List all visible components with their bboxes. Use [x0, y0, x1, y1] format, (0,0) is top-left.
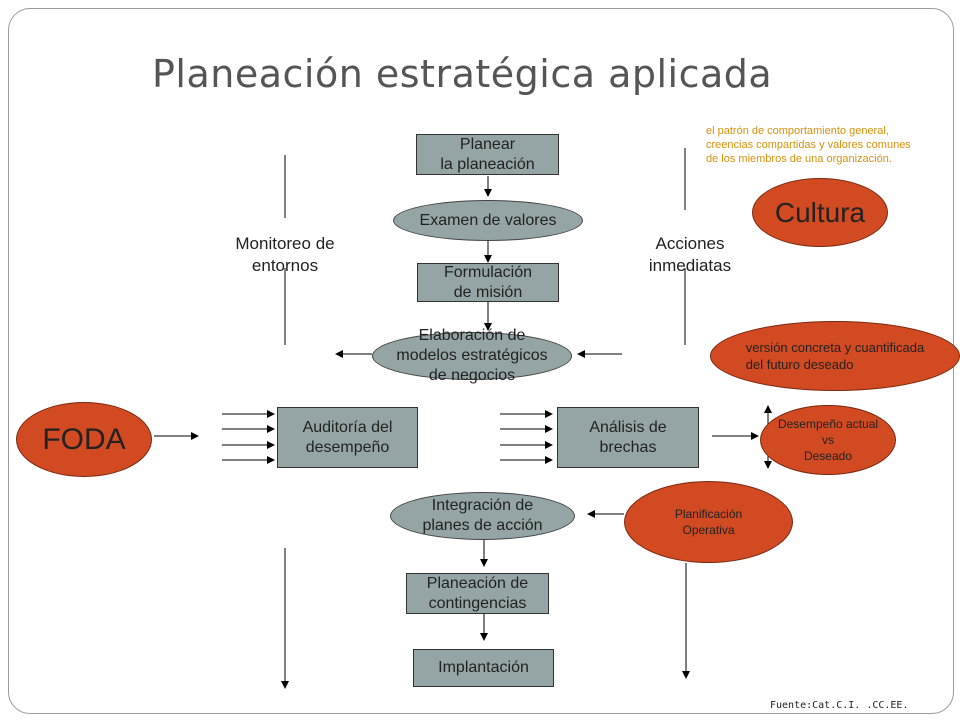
- cultura-callout: Cultura: [752, 178, 888, 247]
- label-monitoreo-entornos: Monitoreo de entornos: [235, 234, 335, 275]
- vision-callout: versión concreta y cuantificada del futu…: [710, 321, 960, 391]
- step-auditoria-desempeno: Auditoría del desempeño: [277, 407, 418, 468]
- cultura-note: el patrón de comportamiento general, cre…: [706, 125, 911, 165]
- step-elaboracion-modelos: Elaboración de modelos estratégicos de n…: [372, 327, 572, 384]
- step-planear: Planear la planeación: [416, 134, 559, 175]
- source-note: Fuente:Cat.C.I. .CC.EE.: [770, 700, 909, 711]
- desempeno-callout: Desempeño actual vs Deseado: [760, 405, 896, 475]
- label-acciones-inmediatas: Acciones inmediatas: [648, 234, 732, 275]
- page-title: Planeación estratégica aplicada: [152, 52, 773, 96]
- step-integracion-planes: Integración de planes de acción: [390, 492, 575, 540]
- step-formulacion-mision: Formulación de misión: [417, 263, 559, 302]
- step-analisis-brechas: Análisis de brechas: [557, 407, 699, 468]
- step-planeacion-contingencias: Planeación de contingencias: [406, 573, 549, 614]
- foda-callout: FODA: [16, 402, 152, 477]
- step-implantacion: Implantación: [413, 649, 554, 687]
- planificacion-callout: Planificación Operativa: [624, 481, 793, 563]
- step-examen-valores: Examen de valores: [393, 200, 583, 241]
